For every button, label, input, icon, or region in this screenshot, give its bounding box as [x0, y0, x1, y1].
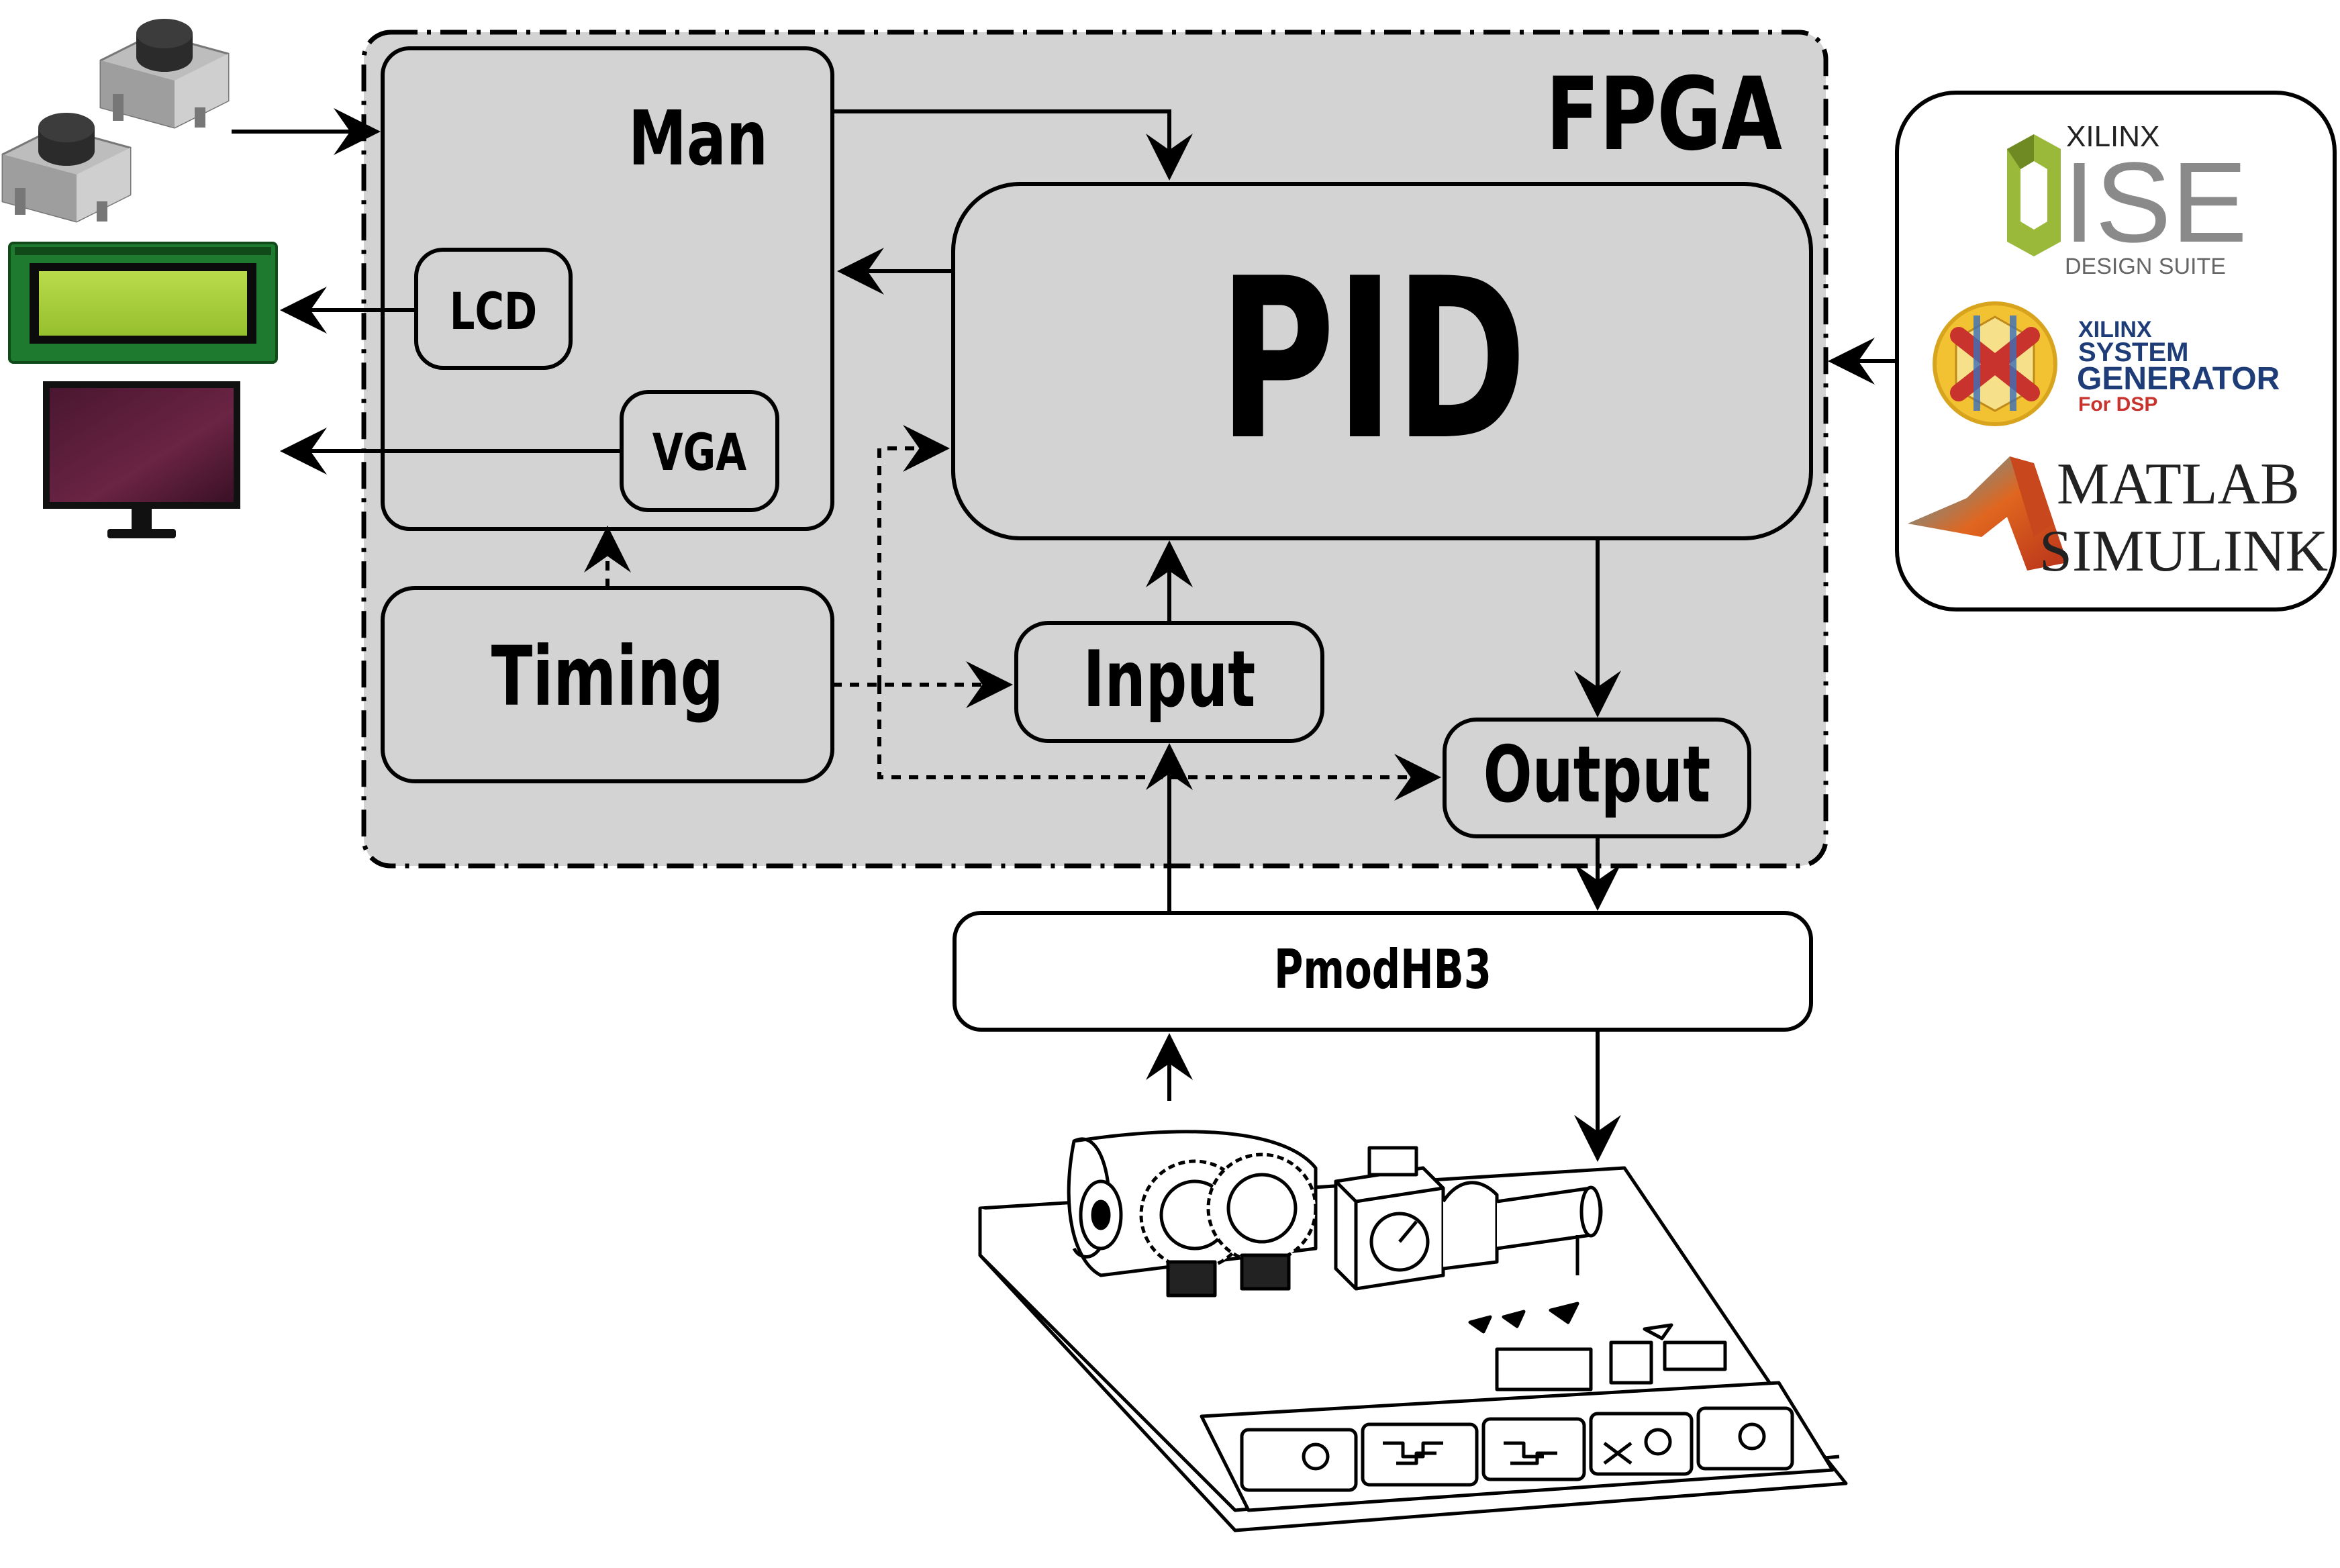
- sysgen-system-text: SYSTEM: [2078, 338, 2188, 367]
- output-label: Output: [1483, 730, 1711, 820]
- pmod-block: [953, 911, 1813, 1032]
- vga-label: VGA: [652, 424, 747, 483]
- ise-design-suite-text: DESIGN SUITE: [2065, 254, 2226, 279]
- motor-plant-illustration: [978, 1130, 1848, 1532]
- push-button-icon: [1, 19, 230, 223]
- system-generator-logo: XILINX SYSTEM GENERATOR For DSP: [1933, 301, 2280, 426]
- simulink-text: SIMULINK: [2039, 519, 2328, 584]
- lcd-label: LCD: [450, 283, 537, 342]
- lcd-display-icon: [8, 242, 278, 364]
- ise-text: ISE: [2063, 139, 2247, 266]
- arrow-timing-to-pid: [877, 425, 950, 685]
- man-label: Man: [628, 95, 768, 182]
- arrow-man-to-pid: [832, 109, 1193, 181]
- matlab-simulink-logo: MATLAB SIMULINK: [1908, 452, 2328, 584]
- pmod-label: PmodHB3: [1274, 938, 1492, 1001]
- timing-label: Timing: [491, 629, 724, 724]
- pid-label: PID: [1218, 231, 1527, 489]
- matlab-text: MATLAB: [2057, 452, 2300, 517]
- pid-block: [951, 182, 1813, 540]
- input-label: Input: [1083, 634, 1256, 725]
- sysgen-dsp-text: For DSP: [2078, 393, 2157, 415]
- xilinx-ise-logo: XILINX ISE DESIGN SUITE: [2007, 120, 2247, 279]
- vga-monitor-icon: [43, 381, 240, 538]
- sysgen-xilinx-text: XILINX: [2078, 317, 2152, 342]
- arrow-timing-to-output: [877, 685, 1441, 801]
- ise-xilinx-text: XILINX: [2066, 120, 2159, 153]
- sysgen-generator-text: GENERATOR: [2077, 361, 2280, 397]
- fpga-label: FPGA: [1546, 56, 1782, 173]
